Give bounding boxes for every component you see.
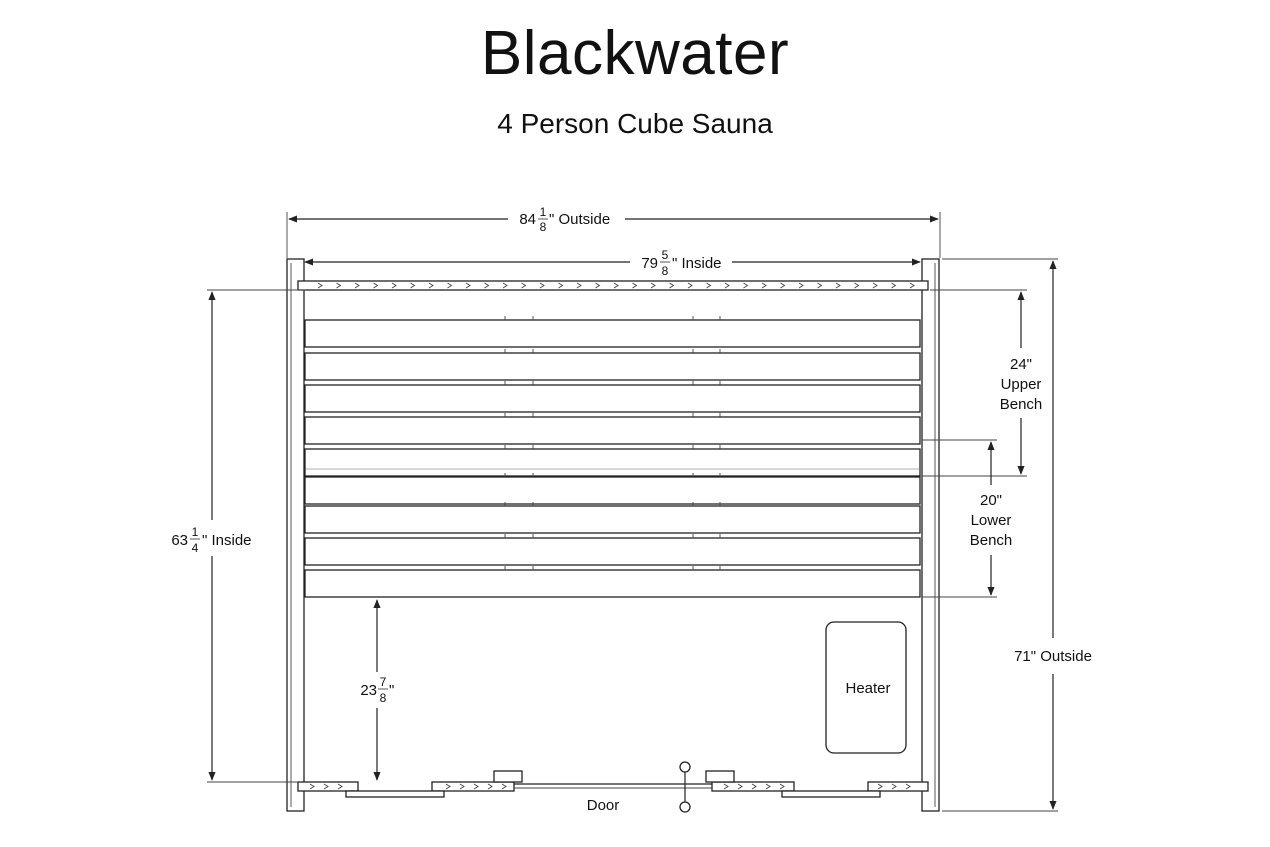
inside-width-num: 5: [662, 248, 669, 262]
heater-label: Heater: [845, 680, 890, 697]
corner-posts: [286, 258, 940, 812]
diagram-subtitle: 4 Person Cube Sauna: [497, 108, 773, 139]
upper-bench-dimension: 24" Upper Bench: [922, 289, 1043, 477]
inside-depth-den: 4: [192, 541, 199, 555]
inside-depth-dimension: 63 1 4 " Inside: [171, 289, 306, 783]
lower-bench-size: 20": [980, 492, 1002, 509]
bench-board: [304, 319, 921, 348]
outside-depth-label: 71" Outside: [1014, 648, 1092, 665]
outside-width-whole: 84: [519, 211, 536, 228]
inside-width-dimension: 79 5 8 " Inside: [304, 248, 921, 278]
bench-board: [304, 416, 921, 445]
bench-board: [304, 537, 921, 566]
inside-width-whole: 79: [641, 255, 658, 272]
upper-bench: [304, 316, 921, 477]
inside-depth-suffix: " Inside: [202, 532, 252, 549]
outside-width-den: 8: [540, 220, 547, 234]
inside-depth-whole: 63: [171, 532, 188, 549]
upper-bench-size: 24": [1010, 356, 1032, 373]
floor-gap-dimension: 23 7 8 ": [360, 599, 394, 781]
upper-bench-line1: Upper: [1001, 376, 1042, 393]
inside-width-suffix: " Inside: [672, 255, 722, 272]
front-wall: Door: [297, 761, 929, 814]
inside-width-den: 8: [662, 264, 669, 278]
diagram-title: Blackwater: [480, 19, 790, 88]
bench-board: [304, 505, 921, 534]
door-label: Door: [587, 797, 620, 814]
door-handle-icon: [679, 761, 691, 813]
outside-width-dimension: 84 1 8 " Outside: [286, 205, 941, 258]
bench-board: [304, 569, 921, 598]
upper-bench-line2: Bench: [1000, 396, 1043, 413]
lower-bench: [304, 473, 921, 598]
bench-board: [304, 476, 921, 505]
floor-gap-num: 7: [380, 675, 387, 689]
outside-width-num: 1: [540, 205, 547, 219]
bench-board: [304, 384, 921, 413]
lower-bench-line1: Lower: [971, 512, 1012, 529]
inside-depth-num: 1: [192, 525, 199, 539]
floor-gap-suffix: ": [389, 682, 394, 699]
lower-bench-line2: Bench: [970, 532, 1013, 549]
back-wall: [297, 280, 929, 291]
floor-gap-den: 8: [380, 691, 387, 705]
outside-depth-dimension: 71" Outside: [942, 258, 1092, 812]
bench-board: [304, 448, 921, 477]
heater: Heater: [825, 621, 907, 754]
lower-bench-dimension: 20" Lower Bench: [922, 439, 1013, 598]
bench-board: [304, 352, 921, 381]
outside-width-suffix: " Outside: [549, 211, 610, 228]
floor-gap-whole: 23: [360, 682, 377, 699]
